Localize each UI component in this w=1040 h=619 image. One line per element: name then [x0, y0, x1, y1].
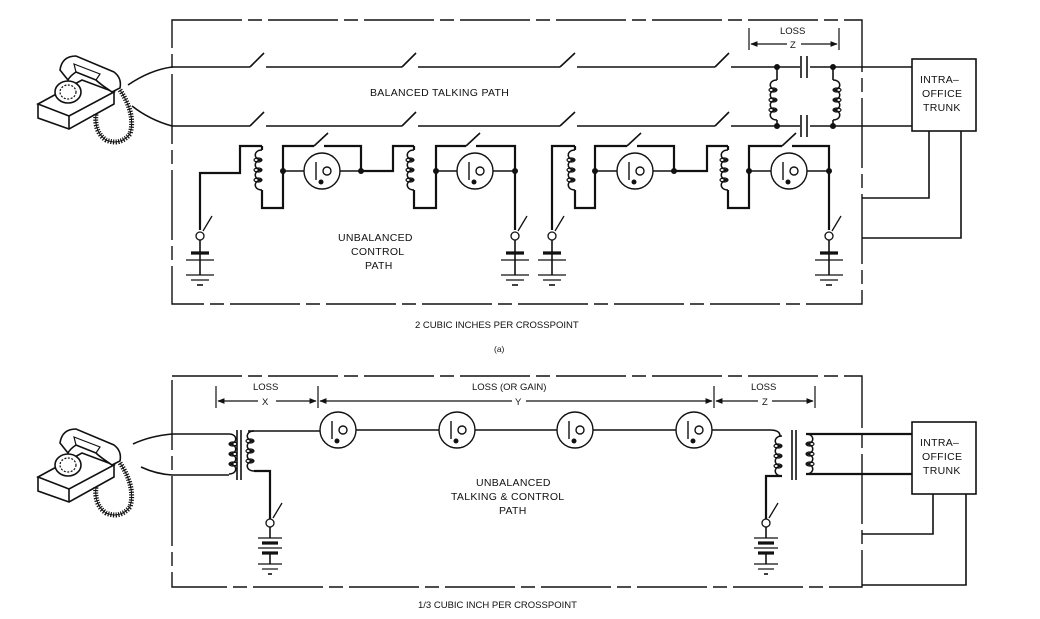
path-label-line-3: PATH — [499, 505, 527, 517]
control-path-label-line-3: PATH — [365, 260, 393, 272]
phone-line-bottom — [140, 466, 229, 476]
loss-x-dimension: LOSS X — [215, 382, 319, 408]
phone-line-top — [132, 433, 229, 445]
gas-tube-crosspoint-icon — [616, 152, 654, 190]
gas-tube-crosspoint-icon — [770, 152, 808, 190]
loss-y-var: Y — [515, 397, 522, 408]
figure-a: BALANCED TALKING PATH LOSS — [38, 19, 977, 354]
loss-z-var: Z — [790, 40, 796, 51]
path-label-line-1: UNBALANCED — [476, 477, 551, 489]
loss-x-var: X — [262, 397, 269, 408]
intra-office-trunk-b: INTRA– OFFICE TRUNK — [862, 421, 977, 586]
gas-tube-crosspoint-icon — [303, 152, 341, 190]
figure-a-caption: 2 CUBIC INCHES PER CROSSPOINT — [415, 320, 579, 331]
coil-icon — [768, 79, 778, 121]
intra-office-trunk-a: INTRA– OFFICE TRUNK — [862, 58, 977, 239]
talking-path-bottom-wire — [172, 111, 912, 127]
trunk-line-2: OFFICE — [922, 451, 962, 463]
trunk-line-2: OFFICE — [922, 88, 962, 100]
figure-a-enclosure — [171, 19, 863, 305]
trunk-line-3: TRUNK — [923, 102, 961, 114]
phone-line-top — [127, 66, 173, 86]
loss-x-label: LOSS — [253, 382, 278, 393]
left-feed-wire — [254, 469, 272, 502]
gas-tube-crosspoint-icon — [438, 411, 476, 449]
control-stage-2 — [536, 132, 845, 287]
control-path-label-line-2: CONTROL — [351, 246, 404, 258]
loss-z-label: LOSS — [780, 26, 805, 37]
relay-coil-icon — [253, 149, 263, 191]
talking-path-top-wire — [172, 52, 912, 68]
figure-a-sublabel: (a) — [494, 344, 505, 354]
gas-tube-crosspoint-icon — [456, 152, 494, 190]
loss-z-var-b: Z — [762, 397, 768, 408]
telephone-icon — [38, 429, 132, 515]
path-label-line-2: TALKING & CONTROL — [451, 491, 564, 503]
gas-tube-crosspoint-icon — [319, 411, 357, 449]
loss-z-dimension: LOSS Z — [748, 26, 840, 51]
transformer-icon — [764, 429, 912, 502]
phone-line-bottom — [131, 105, 173, 127]
control-path-label: UNBALANCED CONTROL PATH — [338, 232, 413, 272]
relay-coil-icon — [719, 149, 729, 191]
trunk-line-1: INTRA– — [920, 74, 959, 86]
loss-y-dimension: LOSS (OR GAIN) Y — [319, 382, 715, 408]
talking-control-path-label: UNBALANCED TALKING & CONTROL PATH — [451, 477, 564, 517]
loss-z-dimension-b: LOSS Z — [715, 382, 816, 408]
figure-b: LOSS X LOSS (OR GAIN) Y LOSS Z UNBALANCE… — [38, 375, 977, 611]
trunk-line-3: TRUNK — [923, 465, 961, 477]
balanced-talking-path-label: BALANCED TALKING PATH — [370, 87, 509, 99]
relay-coil-icon — [566, 149, 576, 191]
coil-icon — [832, 79, 842, 121]
control-stage-1 — [184, 132, 531, 287]
gas-tube-crosspoint-icon — [556, 411, 594, 449]
figure-b-caption: 1/3 CUBIC INCH PER CROSSPOINT — [418, 600, 577, 611]
gas-tube-crosspoint-icon — [675, 411, 713, 449]
trunk-line-1: INTRA– — [920, 437, 959, 449]
loss-z-label-b: LOSS — [751, 382, 776, 393]
telephone-icon — [38, 56, 132, 142]
relay-coil-icon — [405, 149, 415, 191]
loss-y-label: LOSS (OR GAIN) — [472, 382, 546, 393]
transformer-icon — [228, 430, 255, 480]
figure-b-enclosure — [171, 375, 863, 588]
control-path-label-line-1: UNBALANCED — [338, 232, 413, 244]
loss-z-network — [768, 56, 842, 137]
